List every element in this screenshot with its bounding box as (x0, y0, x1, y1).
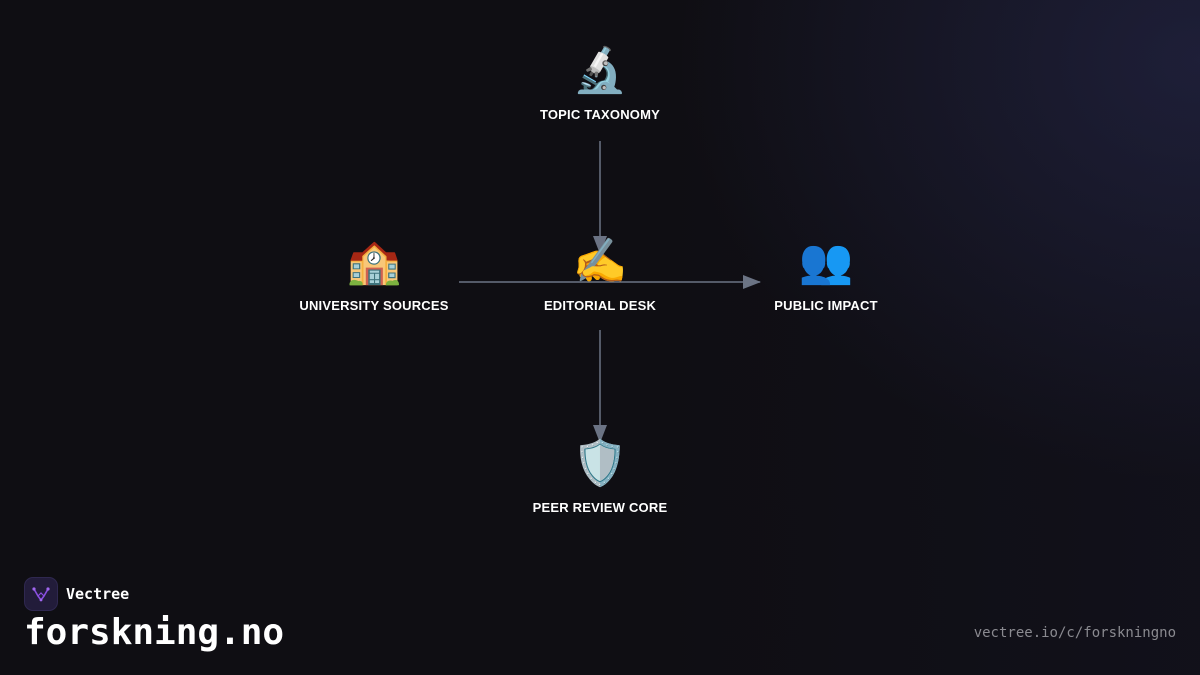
node-editorial-desk: ✍️ EDITORIAL DESK (490, 236, 710, 313)
node-label: PUBLIC IMPACT (774, 298, 878, 313)
people-icon: 👥 (798, 236, 854, 287)
node-label: EDITORIAL DESK (543, 298, 657, 313)
node-label: PEER REVIEW CORE (532, 500, 668, 515)
brand: Vectree (24, 577, 129, 611)
microscope-icon: 🔬 (572, 45, 628, 96)
node-topic-taxonomy: 🔬 TOPIC TAXONOMY (490, 45, 710, 122)
page-title: forskning.no (24, 612, 285, 653)
node-public-impact: 👥 PUBLIC IMPACT (716, 236, 936, 313)
node-university-sources: 🏫 UNIVERSITY SOURCES (264, 236, 484, 313)
brand-name: Vectree (66, 585, 130, 603)
vectree-logo-icon (24, 577, 58, 611)
school-icon: 🏫 (346, 236, 402, 287)
node-label: TOPIC TAXONOMY (539, 107, 661, 122)
node-label: UNIVERSITY SOURCES (299, 298, 449, 313)
shield-icon: 🛡️ (572, 438, 628, 489)
writing-hand-icon: ✍️ (572, 236, 628, 287)
node-peer-review-core: 🛡️ PEER REVIEW CORE (490, 438, 710, 515)
footer-url[interactable]: vectree.io/c/forskningno (973, 625, 1176, 641)
